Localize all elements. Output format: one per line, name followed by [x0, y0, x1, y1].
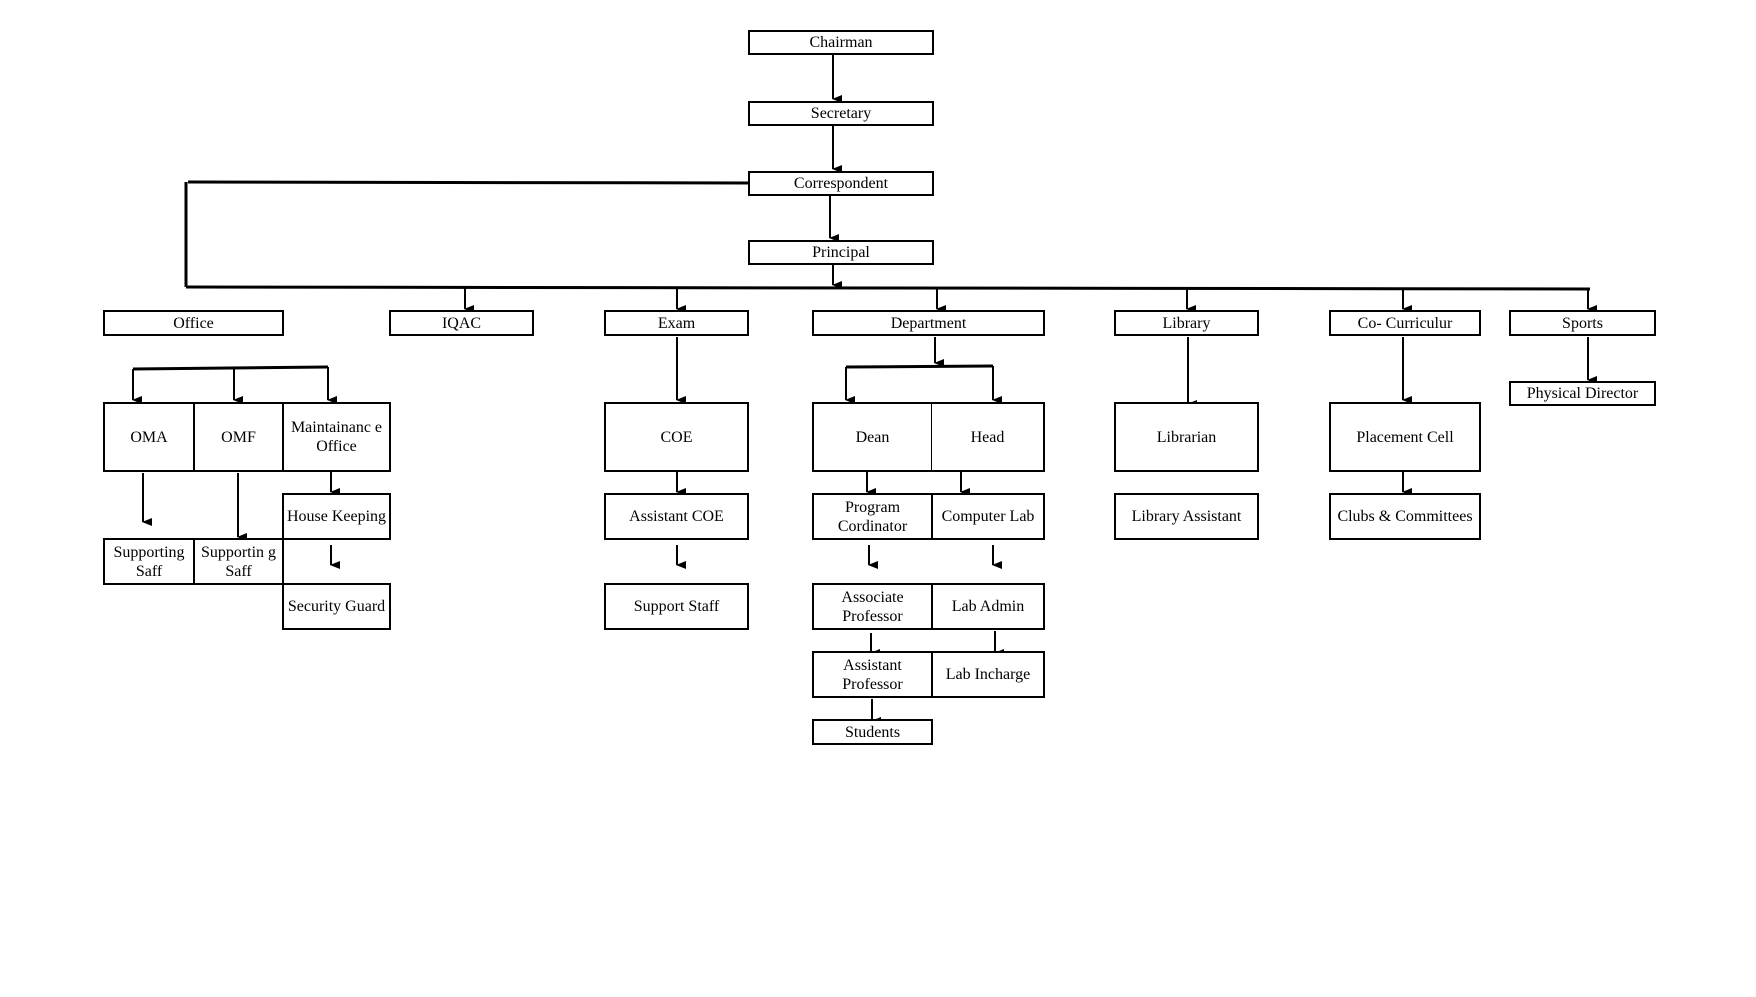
- node-library-assistant: Library Assistant: [1114, 493, 1259, 540]
- node-students: Students: [812, 719, 933, 745]
- node-lab-incharge: Lab Incharge: [931, 651, 1045, 698]
- node-assistant-coe: Assistant COE: [604, 493, 749, 540]
- node-sports: Sports: [1509, 310, 1656, 336]
- node-computer-lab: Computer Lab: [931, 493, 1045, 540]
- node-physical-director: Physical Director: [1509, 381, 1656, 406]
- node-placement-cell: Placement Cell: [1329, 402, 1481, 472]
- node-librarian: Librarian: [1114, 402, 1259, 472]
- node-support-staff: Support Staff: [604, 583, 749, 630]
- node-lab-admin: Lab Admin: [931, 583, 1045, 630]
- node-principal: Principal: [748, 240, 934, 265]
- node-correspondent: Correspondent: [748, 171, 934, 196]
- node-program-coordinator: Program Cordinator: [812, 493, 933, 540]
- node-department: Department: [812, 310, 1045, 336]
- node-omf: OMF: [193, 402, 284, 472]
- node-house-keeping: House Keeping: [282, 493, 391, 540]
- node-iqac: IQAC: [389, 310, 534, 336]
- node-exam: Exam: [604, 310, 749, 336]
- node-head: Head: [931, 402, 1045, 472]
- node-office: Office: [103, 310, 284, 336]
- node-security-guard: Security Guard: [282, 583, 391, 630]
- node-secretary: Secretary: [748, 101, 934, 126]
- node-oma: OMA: [103, 402, 195, 472]
- node-clubs-committees: Clubs & Committees: [1329, 493, 1481, 540]
- node-maintenance-office: Maintainanc e Office: [282, 402, 391, 472]
- node-dean: Dean: [812, 402, 933, 472]
- node-associate-professor: Associate Professor: [812, 583, 933, 630]
- node-library: Library: [1114, 310, 1259, 336]
- node-coe: COE: [604, 402, 749, 472]
- node-chairman: Chairman: [748, 30, 934, 55]
- node-co-curricular: Co- Curriculur: [1329, 310, 1481, 336]
- node-supporting-staff-1: Supporting Saff: [103, 538, 195, 585]
- node-supporting-staff-2: Supportin g Saff: [193, 538, 284, 585]
- node-assistant-professor: Assistant Professor: [812, 651, 933, 698]
